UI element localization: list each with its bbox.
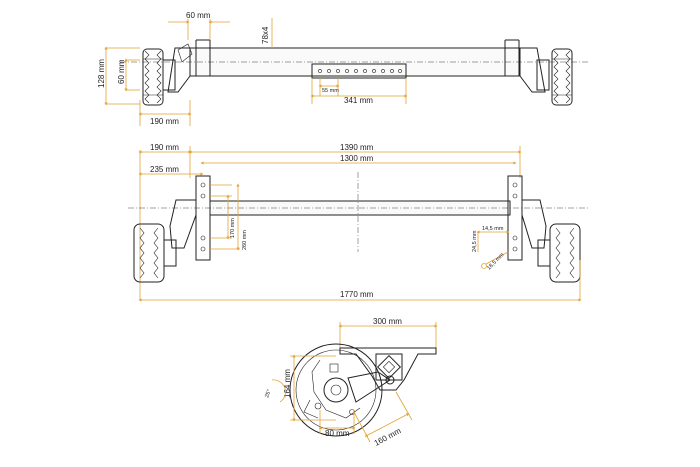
dim-1390: 1390 mm <box>340 143 374 152</box>
trailing-arm-side <box>347 371 391 403</box>
right-wheel-front <box>521 199 581 283</box>
dim-bracket-length: 341 mm <box>344 96 373 105</box>
front-view: 190 mm 1390 mm 1300 mm 235 mm 170 mm 260… <box>128 143 590 302</box>
dim-hub-height: 60 mm <box>117 59 126 84</box>
dim-1300: 1300 mm <box>340 154 374 163</box>
dim-24-5: 24,5 mm <box>472 230 478 252</box>
dim-front-left-offset: 190 mm <box>150 143 179 152</box>
dim-plate-length: 300 mm <box>373 317 402 326</box>
dim-235: 235 mm <box>150 165 179 174</box>
mounting-plate-side <box>339 347 437 391</box>
dim-14-5: 14,5 mm <box>482 226 504 232</box>
dim-mount-offset: 190 mm <box>150 117 179 126</box>
left-bracket-front <box>195 175 211 261</box>
left-wheel-front <box>133 199 197 283</box>
dim-wheel-height: 128 mm <box>97 59 106 88</box>
left-arm-top <box>167 47 191 93</box>
dim-hole-diameter: 18,5 mm <box>486 252 506 272</box>
plate-holes <box>318 69 402 73</box>
hitch-plate-top <box>311 63 407 79</box>
dim-arm-80: 80 mm <box>325 429 350 438</box>
dim-hole-pitch: 55 mm <box>322 88 339 94</box>
right-arm-top <box>519 47 546 93</box>
dim-260: 260 mm <box>242 230 248 250</box>
right-wheel-top <box>551 48 573 106</box>
dim-drum-height: 164 mm <box>283 369 292 398</box>
brake-drum-side <box>289 343 383 437</box>
side-view: 300 mm 164 mm 25° 80 mm <box>264 317 438 448</box>
dim-overall-width: 1770 mm <box>340 290 374 299</box>
dim-angle: 25° <box>264 389 272 399</box>
right-bracket-front <box>507 175 523 261</box>
left-bracket-top <box>195 39 211 76</box>
hub-center <box>323 377 349 403</box>
dim-tube-section: 78x4 <box>261 26 270 44</box>
dim-arm-160: 160 mm <box>373 426 403 448</box>
dim-170: 170 mm <box>230 218 236 238</box>
dim-flange-width: 60 mm <box>186 11 211 20</box>
left-wheel-top <box>142 48 164 106</box>
top-view: 60 mm 78x4 128 mm 60 mm 55 mm 341 mm 190… <box>97 11 590 126</box>
right-bracket-top <box>504 39 520 76</box>
